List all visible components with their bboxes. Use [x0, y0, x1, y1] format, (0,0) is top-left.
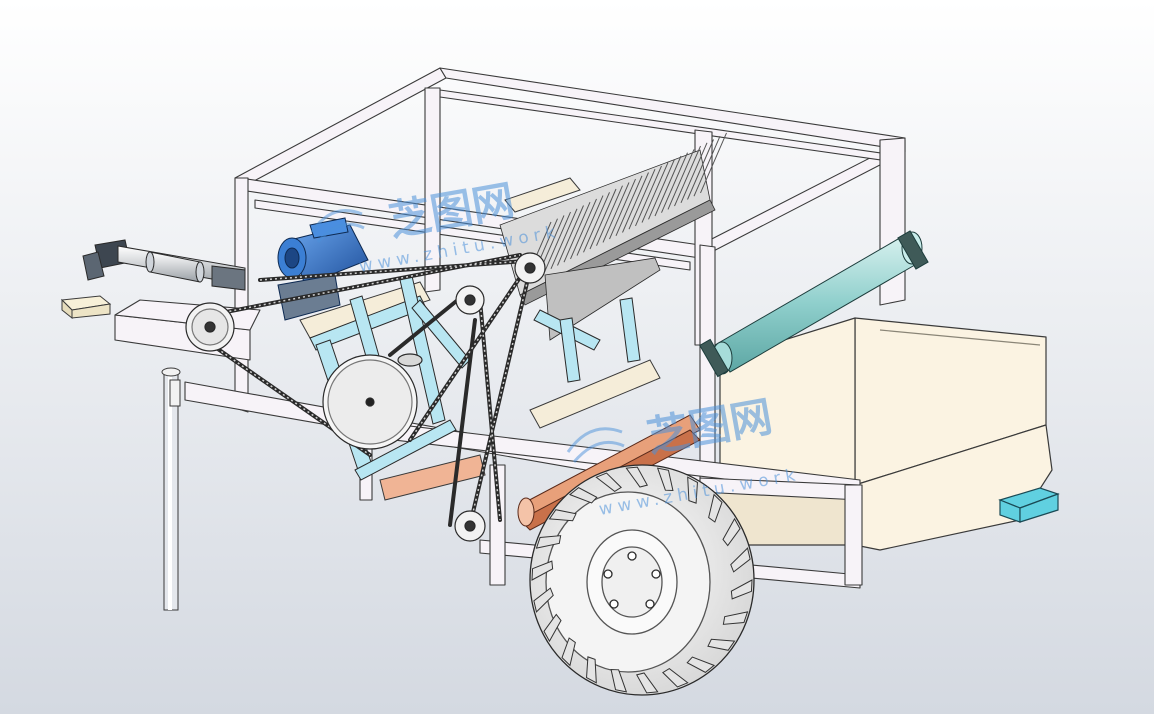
- lower-sprocket: [454, 510, 486, 542]
- conveyor-tooth: [544, 211, 571, 273]
- conveyor-tooth: [557, 205, 584, 266]
- conveyor-tooth: [680, 142, 708, 203]
- tread-lug: [730, 547, 751, 573]
- tread-lug: [722, 611, 749, 625]
- conveyor-tooth: [661, 152, 688, 213]
- large-pulley: [322, 353, 423, 450]
- outlet-chute: [998, 487, 1060, 523]
- conveyor-tooth: [667, 149, 695, 210]
- tread-lug: [610, 668, 628, 693]
- tread-lug: [595, 472, 622, 492]
- pto-drive-shaft: [82, 239, 246, 291]
- support-stand: [161, 367, 181, 611]
- tread-lug: [707, 638, 736, 651]
- front-sprocket: [185, 302, 235, 352]
- tread-lug: [568, 487, 598, 504]
- tread-lug: [543, 613, 562, 643]
- tread-lug: [625, 466, 649, 488]
- tread-lug: [535, 535, 562, 549]
- conveyor-tooth: [576, 195, 604, 256]
- tread-lug: [533, 587, 554, 613]
- tread-lug: [531, 560, 554, 581]
- wheel-assembly: [529, 464, 755, 696]
- conveyor-tooth: [641, 162, 669, 223]
- conveyor-tooth: [693, 136, 721, 197]
- conveyor-tooth: [589, 188, 617, 250]
- upper-roller: [699, 230, 929, 378]
- conveyor-tooth: [654, 155, 682, 217]
- conveyor-tooth: [596, 185, 623, 246]
- conveyor-tooth: [687, 139, 714, 200]
- hitch-block: [60, 295, 112, 320]
- conveyor-tooth: [674, 145, 701, 207]
- conveyor-tooth: [563, 202, 591, 263]
- tread-lug: [548, 509, 577, 522]
- conveyor-tooth: [648, 159, 675, 220]
- conveyor-tooth: [635, 165, 662, 227]
- tread-lug: [730, 579, 753, 600]
- tread-lug: [561, 637, 576, 667]
- conveyor-tooth: [550, 208, 578, 269]
- tread-lug: [686, 656, 716, 673]
- watermark: 芝图网 芝图网 www.zhitu.work www.zhitu.work: [310, 176, 802, 520]
- tread-lug: [635, 672, 659, 694]
- tread-lug: [708, 493, 723, 523]
- conveyor-teeth: [524, 132, 727, 283]
- tread-lug: [656, 467, 674, 492]
- conveyor-tooth: [700, 132, 727, 194]
- conveyor-tooth: [609, 178, 636, 240]
- conveyor-tooth: [622, 172, 649, 233]
- tread-lug: [722, 517, 741, 547]
- upper-sprocket: [514, 252, 546, 284]
- conveyor-tooth: [583, 192, 610, 253]
- idler-sprocket: [455, 285, 485, 315]
- tread-lug: [586, 656, 597, 684]
- drive-chains-highlight: [194, 254, 541, 526]
- conveyor-tooth: [615, 175, 643, 236]
- tread-lug: [662, 668, 689, 688]
- zhitu-logo-icon: [310, 209, 625, 463]
- tread-lug: [687, 476, 698, 504]
- tire-tread: [531, 466, 753, 694]
- conveyor-tooth: [628, 169, 656, 230]
- conveyor-tooth: [570, 198, 597, 260]
- conveyor-tooth: [602, 182, 630, 243]
